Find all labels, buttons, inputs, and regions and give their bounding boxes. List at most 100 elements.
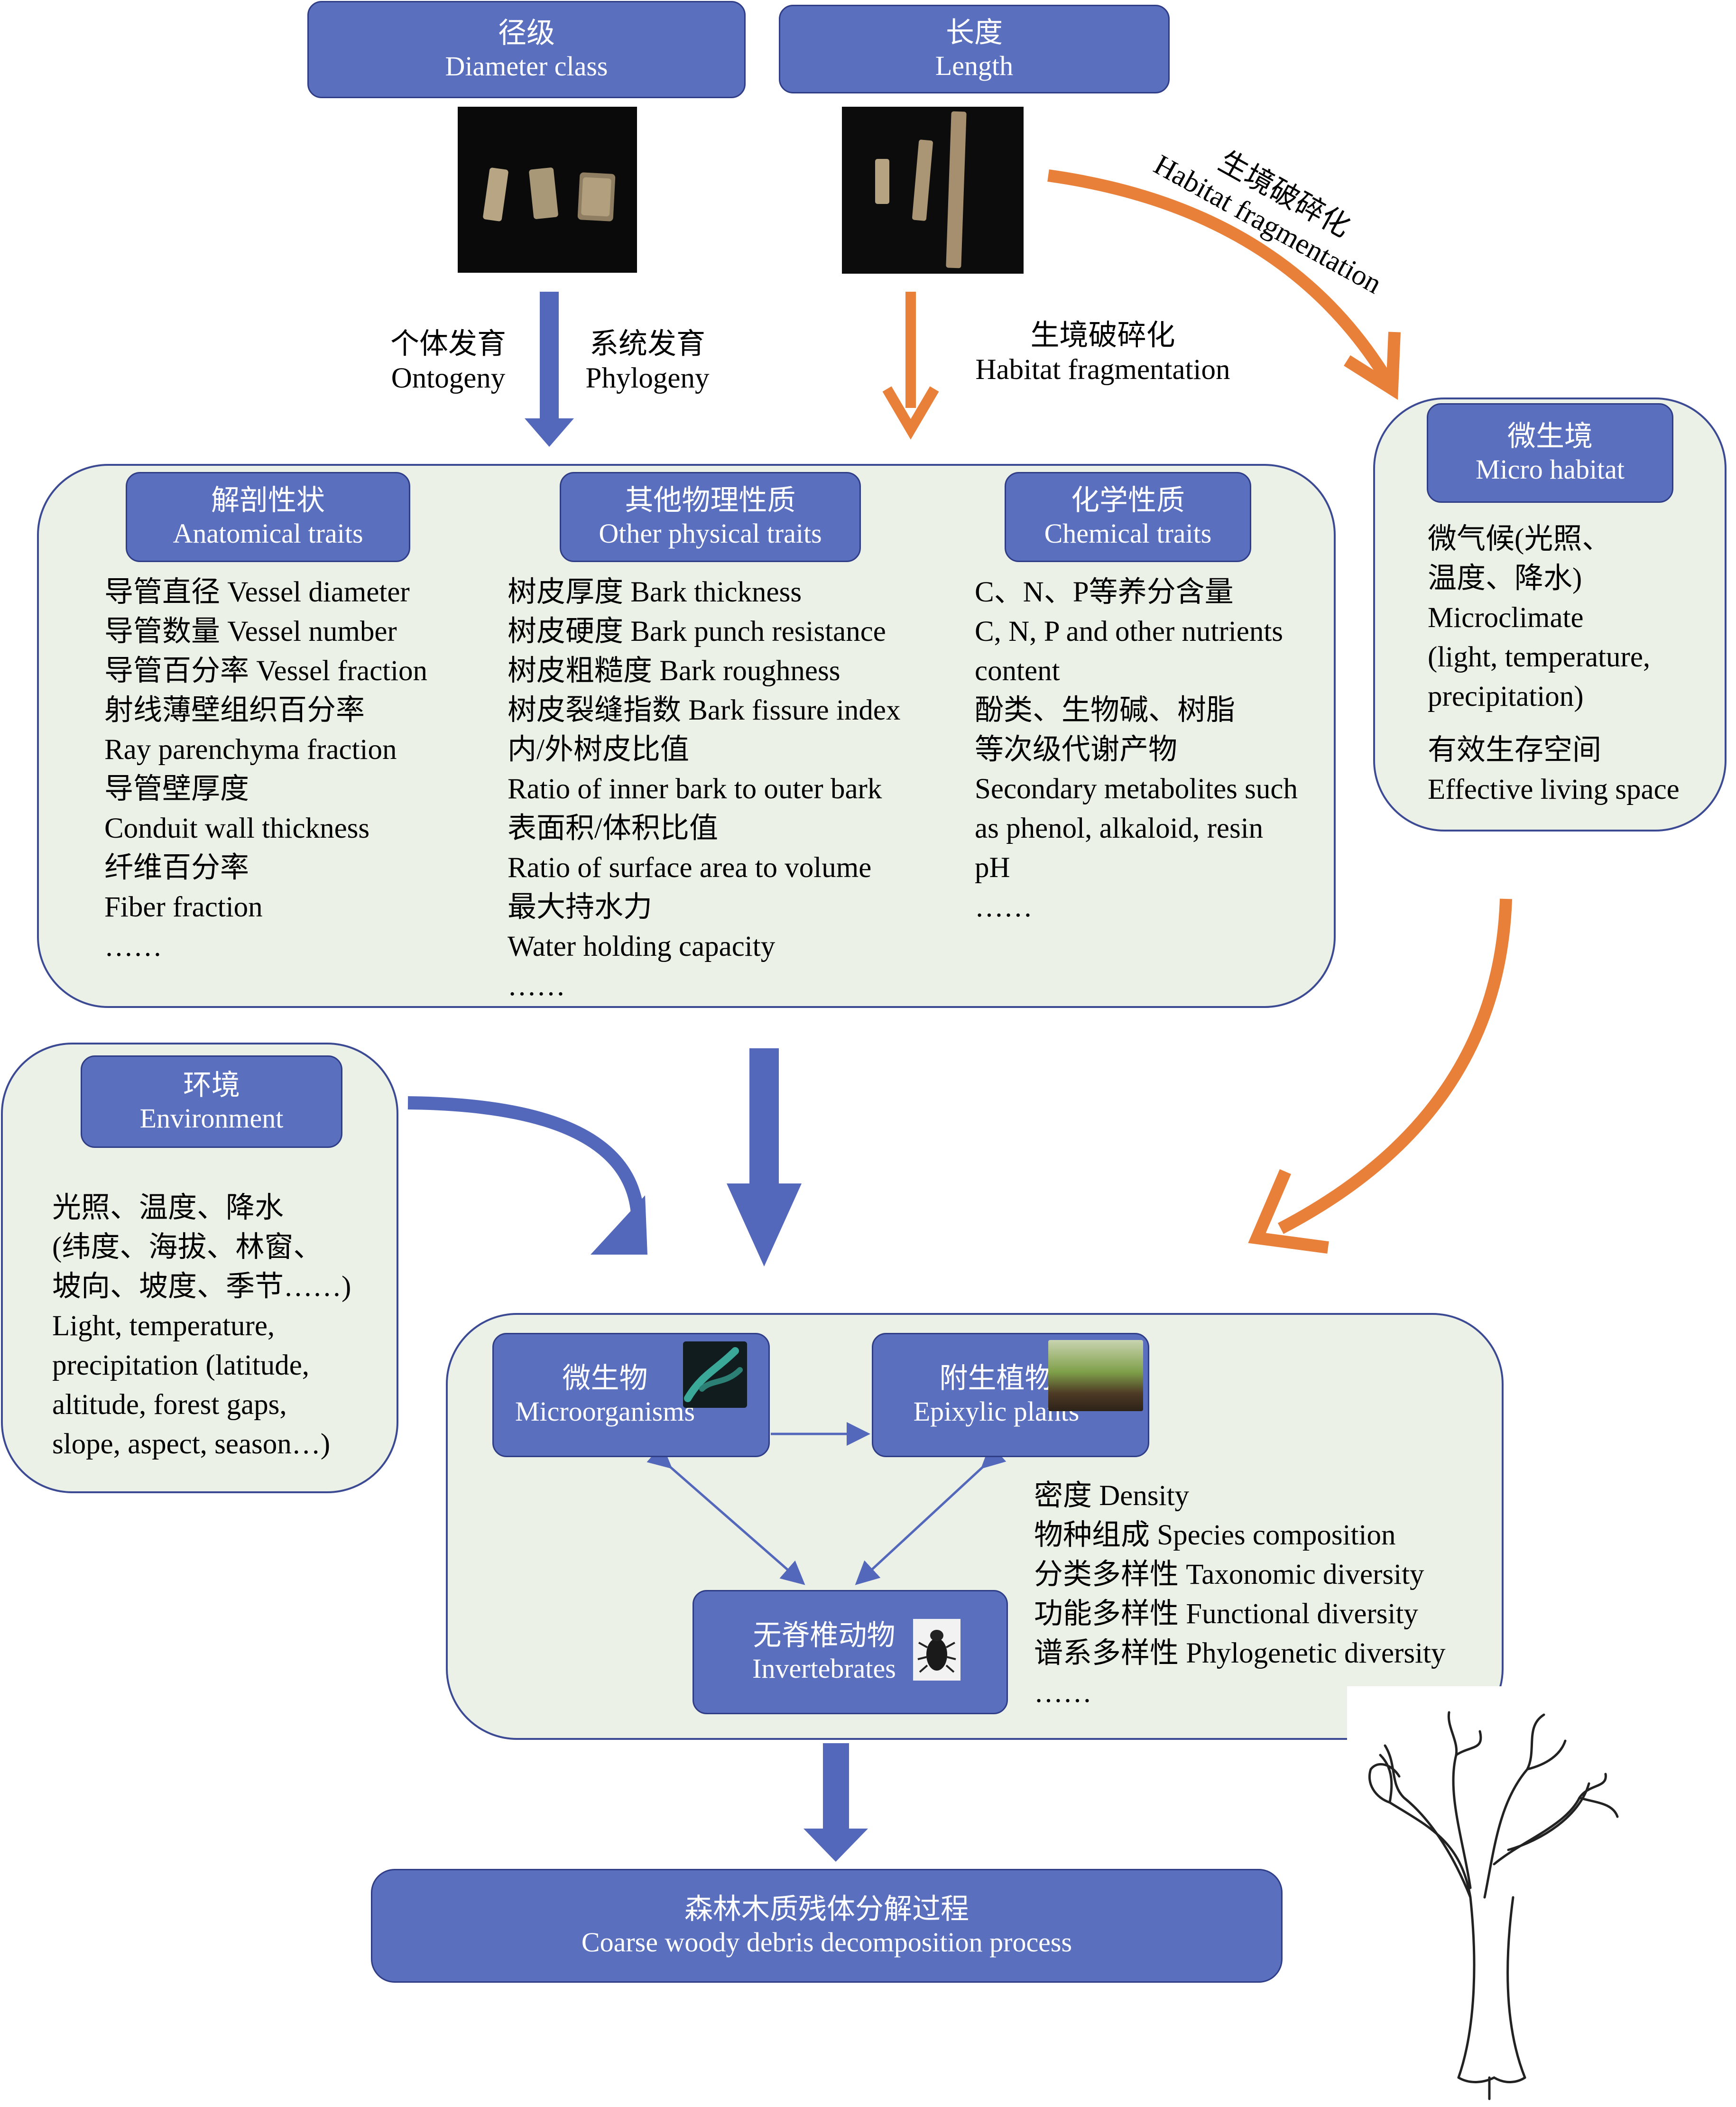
list-item: precipitation (latitude, xyxy=(52,1349,310,1381)
list-item: 物种组成 Species composition xyxy=(1034,1519,1396,1551)
invertebrates-zh: 无脊椎动物 xyxy=(753,1619,896,1653)
list-item: …… xyxy=(975,891,1033,923)
list-item: Water holding capacity xyxy=(508,931,776,962)
traits-to-organisms-arrow xyxy=(727,1048,802,1266)
list-item: 酚类、生物碱、树脂 xyxy=(975,694,1236,726)
organisms-to-decomposition-arrow xyxy=(803,1743,868,1862)
length-zh: 长度 xyxy=(946,16,1003,49)
physical-zh: 其他物理性质 xyxy=(625,484,796,518)
phylogeny-label: 系统发育 Phylogeny xyxy=(576,327,719,396)
list-item: 内/外树皮比值 xyxy=(508,734,689,766)
list-item: (纬度、海拔、林窗、 xyxy=(52,1231,323,1263)
list-item: 功能多样性 Functional diversity xyxy=(1034,1598,1418,1630)
moss-icon xyxy=(1048,1340,1143,1411)
list-item: C, N, P and other nutrients xyxy=(975,616,1284,647)
chemical-traits-list: C、N、P等养分含量 C, N, P and other nutrients c… xyxy=(975,573,1298,927)
decomposition-process-box: 森林木质残体分解过程 Coarse woody debris decomposi… xyxy=(371,1869,1283,1983)
list-item: 射线薄壁组织百分率 xyxy=(104,694,365,726)
list-item: Effective living space xyxy=(1428,774,1680,805)
micro-habitat-list-2: 有效生存空间 Effective living space xyxy=(1428,730,1680,809)
list-item: 最大持水力 xyxy=(508,891,653,923)
decomposition-en: Coarse woody debris decomposition proces… xyxy=(581,1927,1072,1958)
micro-to-invertebrates-arrow xyxy=(646,1444,805,1585)
list-item: 分类多样性 Taxonomic diversity xyxy=(1034,1559,1424,1590)
chemical-traits-header: 化学性质 Chemical traits xyxy=(1005,472,1251,562)
diameter-class-box: 径级 Diameter class xyxy=(307,1,746,98)
ontogeny-phylogeny-arrow xyxy=(525,292,574,447)
epixylic-to-invertebrates-arrow xyxy=(855,1444,1007,1585)
organisms-list: 密度 Density 物种组成 Species composition 分类多样… xyxy=(1034,1476,1445,1712)
environment-zh: 环境 xyxy=(183,1068,240,1102)
list-item: precipitation) xyxy=(1428,681,1584,712)
phylogeny-en: Phylogeny xyxy=(585,362,710,394)
list-item: 树皮厚度 Bark thickness xyxy=(508,576,802,608)
ontogeny-en: Ontogeny xyxy=(391,362,506,394)
list-item: slope, aspect, season…) xyxy=(52,1428,331,1460)
environment-list: 光照、温度、降水 (纬度、海拔、林窗、 坡向、坡度、季节……) Light, t… xyxy=(52,1188,351,1464)
list-item: 温度、降水) xyxy=(1428,563,1582,594)
list-item: 树皮裂缝指数 Bark fissure index xyxy=(508,694,901,726)
list-item: …… xyxy=(508,970,565,1002)
list-item: C、N、P等养分含量 xyxy=(975,576,1234,608)
list-item: 纤维百分率 xyxy=(104,852,249,884)
list-item: …… xyxy=(1034,1677,1092,1709)
list-item: Fiber fraction xyxy=(104,891,263,923)
list-item: Secondary metabolites such xyxy=(975,773,1298,805)
environment-to-organisms-arrow xyxy=(407,1096,645,1227)
invertebrates-box: 无脊椎动物 Invertebrates xyxy=(693,1590,1008,1714)
length-box: 长度 Length xyxy=(779,5,1170,93)
list-item: 有效生存空间 xyxy=(1428,734,1602,766)
habitat-mid-zh: 生境破碎化 xyxy=(1030,320,1175,351)
list-item: Microclimate xyxy=(1428,602,1584,634)
chemical-zh: 化学性质 xyxy=(1071,484,1185,518)
epixylic-zh: 附生植物 xyxy=(939,1362,1053,1395)
list-item: 等次级代谢产物 xyxy=(975,734,1178,766)
list-item: 光照、温度、降水 xyxy=(52,1192,284,1224)
beetle-icon xyxy=(913,1619,960,1681)
list-item: Light, temperature, xyxy=(52,1310,275,1342)
physical-traits-header: 其他物理性质 Other physical traits xyxy=(560,472,861,562)
micro-habitat-list: 微气候(光照、 温度、降水) Microclimate (light, temp… xyxy=(1428,519,1650,716)
anatomical-traits-list: 导管直径 Vessel diameter 导管数量 Vessel number … xyxy=(104,573,427,966)
micro-habitat-en: Micro habitat xyxy=(1475,454,1625,485)
microorganisms-zh: 微生物 xyxy=(562,1362,648,1395)
list-item: 导管百分率 Vessel fraction xyxy=(104,655,428,687)
list-item: 树皮硬度 Bark punch resistance xyxy=(508,616,886,647)
tree-outline-icon xyxy=(1368,1711,1619,2100)
list-item: 导管壁厚度 xyxy=(104,773,249,805)
anatomical-traits-header: 解剖性状 Anatomical traits xyxy=(126,472,410,562)
physical-en: Other physical traits xyxy=(599,518,822,549)
list-item: as phenol, alkaloid, resin xyxy=(975,813,1264,844)
length-wood-photo xyxy=(842,107,1024,274)
list-item: 导管直径 Vessel diameter xyxy=(104,576,410,608)
decomposition-zh: 森林木质残体分解过程 xyxy=(684,1893,969,1926)
list-item: 树皮粗糙度 Bark roughness xyxy=(508,655,840,687)
invertebrates-en: Invertebrates xyxy=(752,1653,896,1684)
list-item: pH xyxy=(975,852,1010,884)
habitat-fragmentation-label-mid: 生境破碎化 Habitat fragmentation xyxy=(958,319,1247,387)
list-item: Conduit wall thickness xyxy=(104,813,370,844)
anatomical-en: Anatomical traits xyxy=(173,518,363,549)
ontogeny-zh: 个体发育 xyxy=(390,328,506,360)
anatomical-zh: 解剖性状 xyxy=(211,484,325,518)
length-en: Length xyxy=(935,50,1014,81)
ontogeny-label: 个体发育 Ontogeny xyxy=(377,327,519,396)
diameter-wood-photo xyxy=(458,107,637,273)
environment-en: Environment xyxy=(139,1102,284,1134)
chemical-en: Chemical traits xyxy=(1044,518,1212,549)
list-item: Ray parenchyma fraction xyxy=(104,734,397,766)
diameter-class-en: Diameter class xyxy=(445,50,608,82)
microorganism-icon xyxy=(683,1341,747,1408)
habitat-mid-en: Habitat fragmentation xyxy=(975,354,1230,386)
habitat-fragmentation-arrow-curved xyxy=(1047,169,1395,388)
list-item: 谱系多样性 Phylogenetic diversity xyxy=(1034,1637,1446,1669)
list-item: 微气候(光照、 xyxy=(1428,523,1611,555)
list-item: altitude, forest gaps, xyxy=(52,1389,287,1421)
list-item: 密度 Density xyxy=(1034,1480,1190,1512)
phylogeny-zh: 系统发育 xyxy=(589,328,705,360)
physical-traits-list: 树皮厚度 Bark thickness 树皮硬度 Bark punch resi… xyxy=(508,573,900,1006)
micro-habitat-header: 微生境 Micro habitat xyxy=(1427,403,1673,503)
micro-habitat-zh: 微生境 xyxy=(1507,420,1593,453)
